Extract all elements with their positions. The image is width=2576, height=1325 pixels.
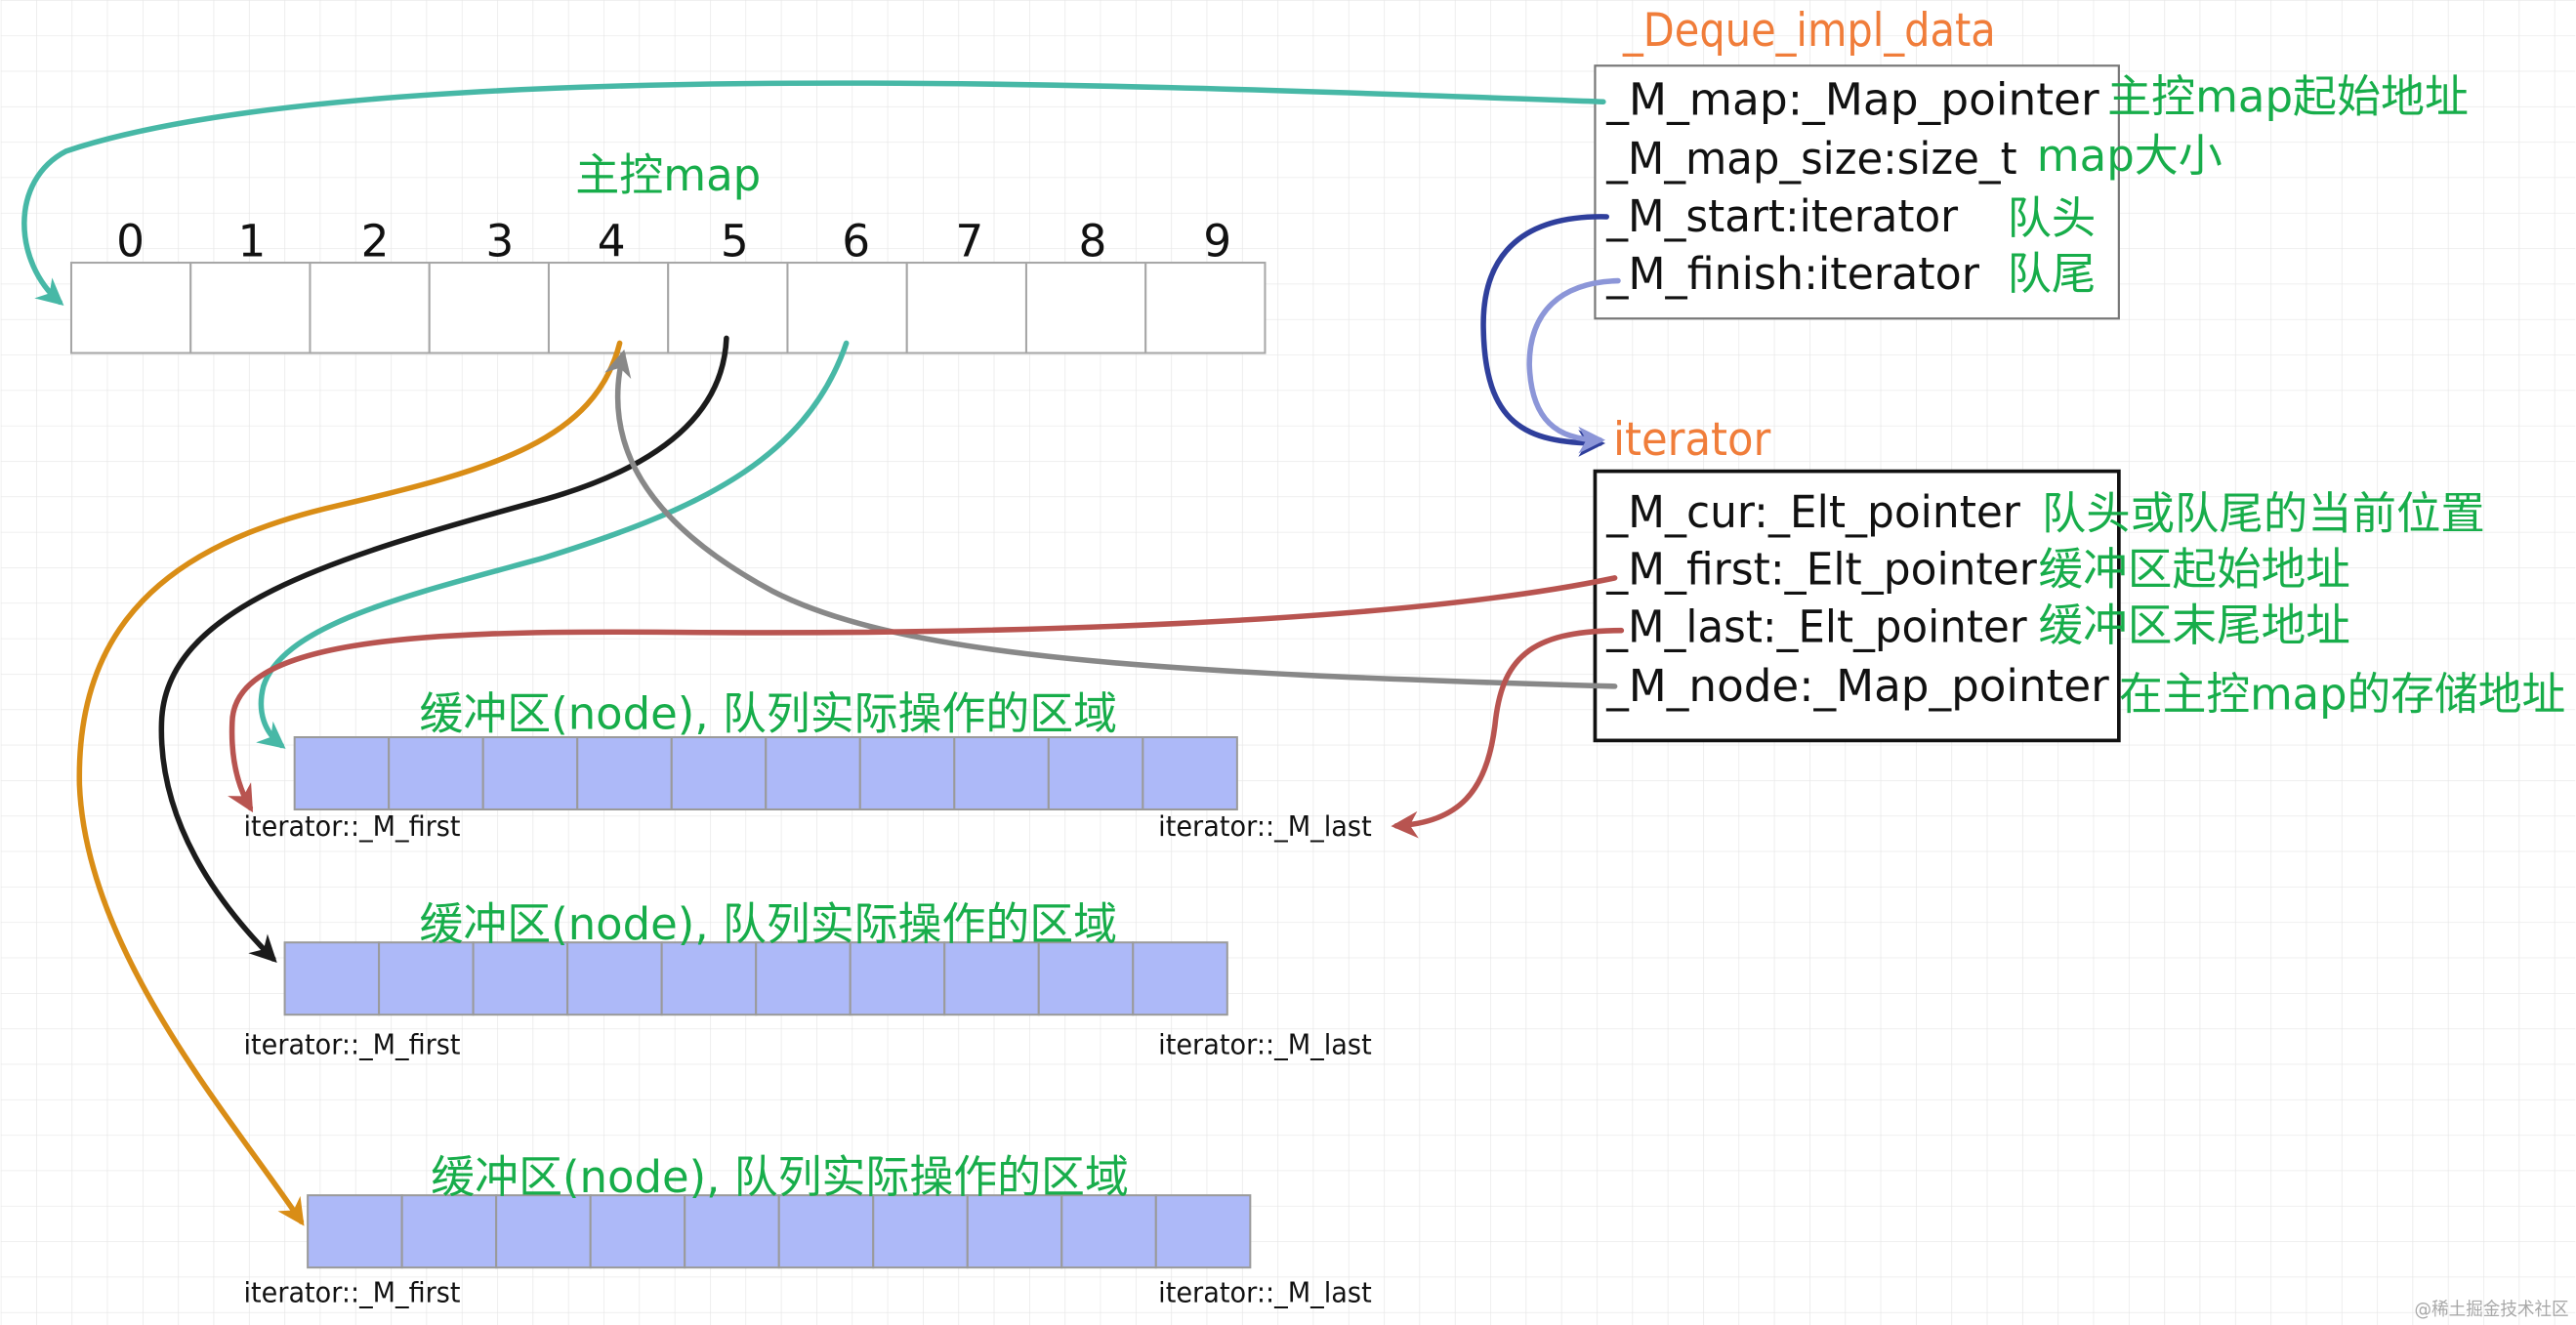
arrow-map-cell-6-to-buffer-1 xyxy=(256,340,850,749)
iterator-note-node: 在主控map的存储地址 xyxy=(2119,668,2565,720)
buffer-1-label: 缓冲区(node), 队列实际操作的区域 xyxy=(419,688,1117,740)
map-cell xyxy=(69,262,192,354)
map-array xyxy=(69,262,1267,354)
watermark: @稀土掘金技术社区 xyxy=(2415,1300,2569,1320)
buffer-arrays xyxy=(283,736,1252,1269)
impl-data-title: _Deque_impl_data xyxy=(1622,4,1996,58)
buffer-2-cell xyxy=(566,941,663,1016)
buffer-2-last-label: iterator::_M_last xyxy=(1158,1028,1372,1061)
buffer-3-cell xyxy=(589,1194,686,1269)
map-cell xyxy=(309,262,431,354)
impl-data-box xyxy=(1594,64,2120,320)
buffer-2-cell xyxy=(755,941,852,1016)
iterator-box xyxy=(1593,469,2121,743)
buffer-3-last-label: iterator::_M_last xyxy=(1158,1275,1372,1308)
buffer-1-cell xyxy=(1047,736,1144,811)
iterator-note-first: 缓冲区起始地址 xyxy=(2038,544,2349,596)
map-index: 8 xyxy=(1078,215,1106,267)
iterator-note-cur: 队头或队尾的当前位置 xyxy=(2042,487,2485,539)
buffer-2-cell xyxy=(1132,941,1228,1016)
buffer-2-cell xyxy=(849,941,946,1016)
map-cell xyxy=(1024,262,1147,354)
impl-field-finish: _M_finish:iterator xyxy=(1605,248,1979,300)
buffer-1-cell xyxy=(576,736,673,811)
buffer-1-cell xyxy=(670,736,768,811)
buffer-1-cell xyxy=(481,736,579,811)
impl-field-map-size: _M_map_size:size_t xyxy=(1605,133,2016,185)
arrow-map-cell-5-to-buffer-2 xyxy=(158,335,729,963)
buffer-3-cell xyxy=(684,1194,780,1269)
buffer-3-cell xyxy=(1154,1194,1252,1269)
map-index: 3 xyxy=(485,215,514,267)
buffer-3-cell xyxy=(872,1194,969,1269)
buffer-3-first-label: iterator::_M_first xyxy=(244,1275,461,1308)
buffer-3-label: 缓冲区(node), 队列实际操作的区域 xyxy=(431,1151,1129,1203)
arrow-finish-to-iterator xyxy=(1526,277,1621,454)
map-cell xyxy=(905,262,1027,354)
buffer-1-cell xyxy=(953,736,1050,811)
impl-note-start: 队头 xyxy=(2008,192,2097,244)
impl-note-map-size: map大小 xyxy=(2037,130,2223,182)
buffer-2-label: 缓冲区(node), 队列实际操作的区域 xyxy=(419,898,1117,950)
arrow-node-to-map-cell-4 xyxy=(604,349,1618,689)
buffer-3-cell xyxy=(495,1194,592,1269)
map-index: 2 xyxy=(361,215,390,267)
buffer-2-cell xyxy=(378,941,475,1016)
buffer-2-cell xyxy=(660,941,758,1016)
buffer-2-cell xyxy=(472,941,569,1016)
map-index: 7 xyxy=(955,215,983,267)
arrow-first-to-buffer-start xyxy=(228,575,1618,813)
buffer-1-first-label: iterator::_M_first xyxy=(244,809,461,843)
map-index: 5 xyxy=(721,215,749,267)
buffer-2-cell xyxy=(1037,941,1135,1016)
iterator-field-last: _M_last:_Elt_pointer xyxy=(1605,600,2027,652)
map-index: 1 xyxy=(238,215,267,267)
arrow-map-cell-4-to-buffer-3 xyxy=(76,340,623,1226)
iterator-field-node: _M_node:_Map_pointer xyxy=(1605,660,2109,712)
buffer-3-cell xyxy=(966,1194,1063,1269)
buffer-2-first-label: iterator::_M_first xyxy=(244,1028,461,1061)
impl-note-map: 主控map起始地址 xyxy=(2107,70,2469,122)
map-cell xyxy=(1144,262,1267,354)
map-index: 4 xyxy=(598,215,626,267)
buffer-3-cell xyxy=(307,1194,403,1269)
buffer-1-cell xyxy=(1142,736,1238,811)
impl-field-start: _M_start:iterator xyxy=(1605,190,1958,242)
iterator-field-first: _M_first:_Elt_pointer xyxy=(1605,544,2037,596)
buffer-3-cell xyxy=(1060,1194,1157,1269)
impl-field-map: _M_map:_Map_pointer xyxy=(1605,74,2099,126)
map-cell xyxy=(547,262,670,354)
buffer-1-cell xyxy=(765,736,861,811)
buffer-2-cell xyxy=(943,941,1040,1016)
map-cell xyxy=(428,262,550,354)
map-cell xyxy=(786,262,908,354)
impl-note-finish: 队尾 xyxy=(2008,248,2097,300)
buffer-1-cell xyxy=(858,736,956,811)
buffer-3-cell xyxy=(777,1194,875,1269)
iterator-title: iterator xyxy=(1613,413,1771,467)
map-cell xyxy=(189,262,312,354)
buffer-3-cell xyxy=(400,1194,498,1269)
iterator-note-last: 缓冲区末尾地址 xyxy=(2038,600,2349,651)
buffer-1-cell xyxy=(388,736,484,811)
arrow-start-to-iterator xyxy=(1480,214,1609,457)
map-indices: 0 1 2 3 4 5 6 7 8 9 xyxy=(116,215,1231,267)
map-title: 主控map xyxy=(575,149,761,201)
arrow-last-to-buffer-end xyxy=(1391,627,1625,839)
map-index: 9 xyxy=(1203,215,1231,267)
arrow-map-pointer-to-map xyxy=(21,80,1606,307)
buffer-1-cell xyxy=(293,736,391,811)
map-index: 6 xyxy=(842,215,870,267)
map-index: 0 xyxy=(116,215,145,267)
iterator-field-cur: _M_cur:_Elt_pointer xyxy=(1605,486,2020,538)
buffer-2-cell xyxy=(283,941,381,1016)
buffer-1-last-label: iterator::_M_last xyxy=(1158,809,1372,843)
